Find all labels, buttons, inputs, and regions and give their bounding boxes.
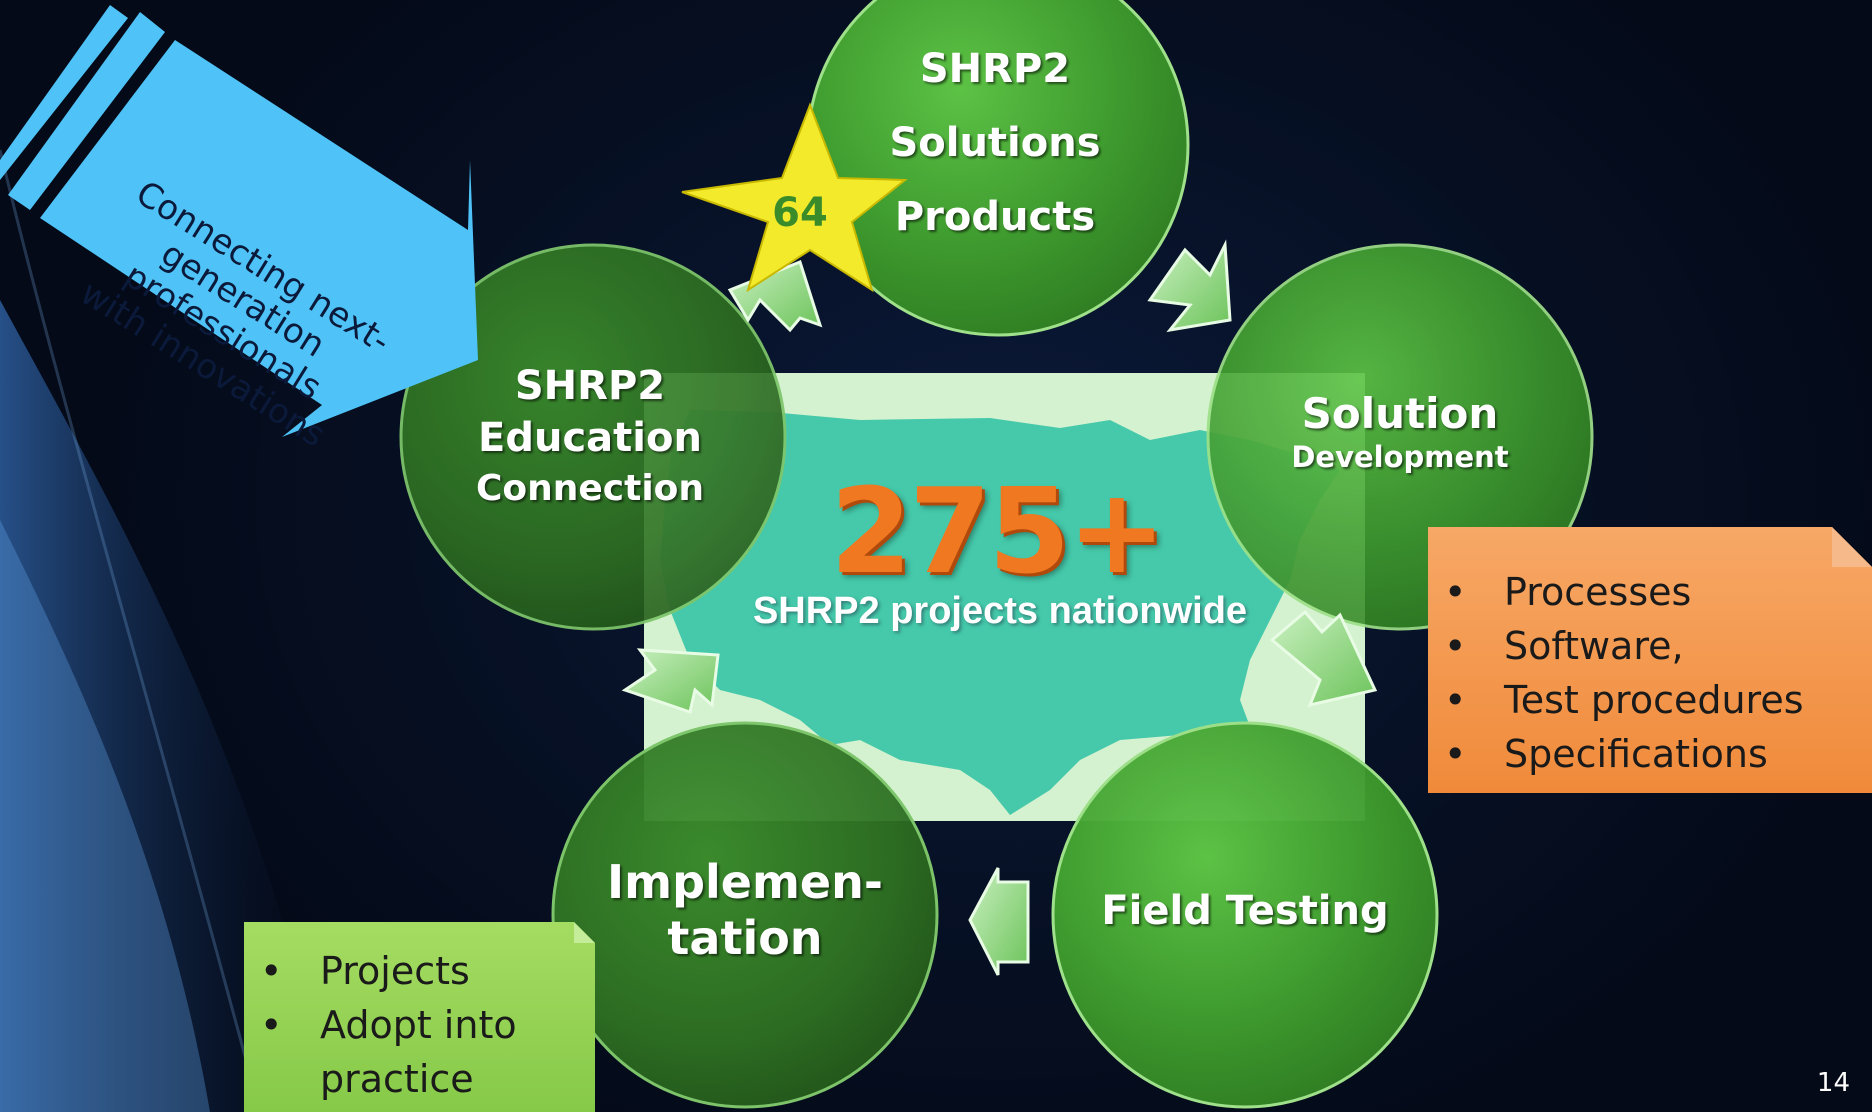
list-item: Software, bbox=[1440, 619, 1804, 673]
green-bullet-list: Projects Adopt into practice bbox=[256, 944, 517, 1106]
list-item-continuation: practice bbox=[320, 1057, 474, 1101]
circle-education-connection bbox=[399, 243, 787, 631]
page-number: 14 bbox=[1816, 1068, 1850, 1098]
label-line: Solution bbox=[1301, 389, 1499, 438]
label-line: Development bbox=[1291, 440, 1509, 474]
background-swoosh bbox=[0, 300, 330, 1112]
label-line: Connection bbox=[475, 468, 705, 509]
star-number: 64 bbox=[772, 190, 828, 236]
arrow-development-to-field bbox=[1269, 609, 1378, 708]
label-line: tation bbox=[667, 911, 823, 965]
list-item: Specifications bbox=[1440, 727, 1804, 781]
circle-implementation bbox=[551, 721, 939, 1109]
label-line: Products bbox=[894, 194, 1096, 240]
label-field-testing: Field Testing bbox=[1101, 888, 1389, 934]
arrow-field-to-implementation bbox=[968, 867, 1030, 976]
map-overlay-highlight bbox=[644, 373, 1365, 821]
list-item: Adopt into bbox=[256, 998, 517, 1052]
circle-field-testing bbox=[1051, 721, 1439, 1109]
projects-count: 275+ bbox=[830, 462, 1166, 600]
background-swoosh bbox=[0, 149, 262, 1112]
projects-caption: SHRP2 projects nationwide bbox=[752, 590, 1248, 632]
label-education-connection: SHRP2 Education Connection bbox=[470, 360, 710, 514]
arrow-products-to-development bbox=[1147, 239, 1232, 333]
label-solutions-products: SHRP2 Solutions Products bbox=[780, 32, 1210, 254]
label-line: Solutions bbox=[889, 120, 1101, 166]
callout-arrow-shape bbox=[0, 5, 478, 437]
label-line: Implemen- bbox=[607, 855, 883, 909]
label-implementation: Implemen- tation bbox=[575, 854, 915, 966]
list-item: Processes bbox=[1440, 565, 1804, 619]
arrow-implementation-to-education bbox=[621, 648, 720, 714]
label-line: SHRP2 bbox=[514, 363, 666, 409]
us-map-shape bbox=[660, 410, 1340, 815]
background-swoosh bbox=[0, 520, 210, 1112]
list-item: Test procedures bbox=[1440, 673, 1804, 727]
orange-bullet-list: Processes Software, Test procedures Spec… bbox=[1440, 565, 1804, 781]
label-line: SHRP2 bbox=[919, 46, 1071, 92]
label-solution-development: Solution Development bbox=[1220, 389, 1580, 475]
cycle-arrows bbox=[621, 239, 1378, 976]
star-shape bbox=[681, 102, 908, 293]
label-line: Education bbox=[478, 415, 702, 461]
list-item: Projects bbox=[256, 944, 517, 998]
